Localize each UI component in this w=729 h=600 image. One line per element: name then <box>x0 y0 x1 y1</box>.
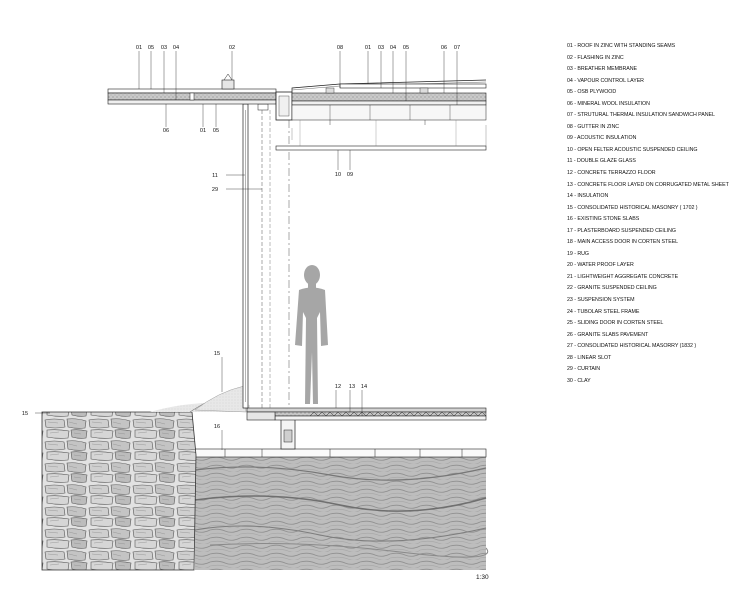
legend-item: 26 - GRANITE SLABS PAVEMENT <box>567 331 649 338</box>
callout-11: 11 <box>212 173 218 179</box>
callout-02: 02 <box>229 45 235 51</box>
callout-15-left: 15 <box>22 411 28 417</box>
callout-05: 05 <box>403 45 409 51</box>
drawing-scale: 1:30 <box>476 574 489 581</box>
legend-item: 29 - CURTAIN <box>567 366 601 373</box>
legend-item: 23 - SUSPENSION SYSTEM <box>567 297 635 304</box>
masonry-cap <box>194 385 247 413</box>
legend-item: 15 - CONSOLIDATED HISTORICAL MASONRY ( 1… <box>567 204 698 211</box>
callout-06: 06 <box>441 45 447 51</box>
legend-item: 01 - ROOF IN ZINC WITH STANDING SEAMS <box>567 43 676 49</box>
callout-04: 04 <box>173 45 179 51</box>
human-figure <box>295 265 328 404</box>
existing-stone-slabs <box>192 448 487 458</box>
legend-item: 16 - EXISTING STONE SLABS <box>567 216 640 223</box>
suspended-ceiling <box>275 120 487 151</box>
callout-07: 07 <box>454 45 460 51</box>
legend-item: 18 - MAIN ACCESS DOOR IN CORTEN STEEL <box>567 239 679 246</box>
legend-item: 14 - INSULATION <box>567 193 609 200</box>
legend-item: 30 - CLAY <box>567 377 591 384</box>
legend-item: 21 - LIGHTWEIGHT AGGREGATE CONCRETE <box>567 273 679 280</box>
legend-item: 05 - OSB PLYWOOD <box>567 89 617 96</box>
callout-15-upper: 15 <box>214 351 220 357</box>
callout-13: 13 <box>349 384 355 390</box>
callout-09: 09 <box>347 172 353 178</box>
legend-item: 28 - LINEAR SLOT <box>567 354 612 361</box>
legend-item: 24 - TUBOLAR STEEL FRAME <box>567 308 640 315</box>
callout-03: 03 <box>378 45 384 51</box>
floor-slab <box>246 407 487 421</box>
soil-mass <box>194 455 489 570</box>
legend-item: 22 - GRANITE SUSPENDED CEILING <box>567 285 657 292</box>
callout-14: 14 <box>361 384 367 390</box>
roof-left <box>107 73 277 105</box>
legend-item: 06 - MINERAL WOOL INSULATION <box>567 100 650 107</box>
legend-item: 10 - OPEN FELTER ACOUSTIC SUSPENDED CEIL… <box>567 146 698 153</box>
legend-item: 11 - DOUBLE GLAZE GLASS <box>567 158 636 165</box>
foundation-pier <box>280 418 296 450</box>
legend-item: 27 - CONSOLIDATED HISTORICAL MASORRY (18… <box>567 343 697 350</box>
legend-item: 25 - SLIDING DOOR IN CORTEN STEEL <box>567 320 664 327</box>
callout-12: 12 <box>335 384 341 390</box>
callout-08: 08 <box>337 45 343 51</box>
callout-01: 01 <box>200 128 206 134</box>
callout-16: 16 <box>214 424 220 430</box>
legend-item: 12 - CONCRETE TERRAZZO FLOOR <box>567 170 656 177</box>
callout-05: 05 <box>148 45 154 51</box>
callout-05: 05 <box>213 128 219 134</box>
legend-item: 17 - PLASTERBOARD SUSPENDED CEILING <box>567 227 676 234</box>
legend-item: 07 - STRUTURAL THERMAL INSULATION SANDWI… <box>567 112 715 119</box>
callout-29: 29 <box>212 187 218 193</box>
legend-item: 03 - BREATHER MEMBRANE <box>567 66 638 73</box>
legend-item: 02 - FLASHING IN ZINC <box>567 54 624 61</box>
legend-item: 04 - VAPOUR CONTROL LAYER <box>567 77 644 84</box>
callout-01: 01 <box>365 45 371 51</box>
callouts: 01 05 03 04 02 06 01 05 08 01 03 04 05 0… <box>22 45 460 430</box>
legend-list: 01 - ROOF IN ZINC WITH STANDING SEAMS 02… <box>567 41 729 387</box>
leader-lines <box>35 51 458 450</box>
callout-10: 10 <box>335 172 341 178</box>
callout-03: 03 <box>161 45 167 51</box>
glazing-wall <box>242 103 290 409</box>
legend-item: 19 - RUG <box>567 250 589 257</box>
legend-item: 09 - ACOUSTIC INSULATION <box>567 135 637 142</box>
legend-item: 13 - CONCRETE FLOOR LAYED ON CORRUGATED … <box>567 181 729 188</box>
callout-06: 06 <box>163 128 169 134</box>
callout-01: 01 <box>136 45 142 51</box>
callout-04: 04 <box>390 45 396 51</box>
legend-item: 20 - WATER PROOF LAYER <box>567 262 634 269</box>
roof-right <box>275 79 487 146</box>
legend-item: 08 - GUTTER IN ZINC <box>567 123 620 130</box>
